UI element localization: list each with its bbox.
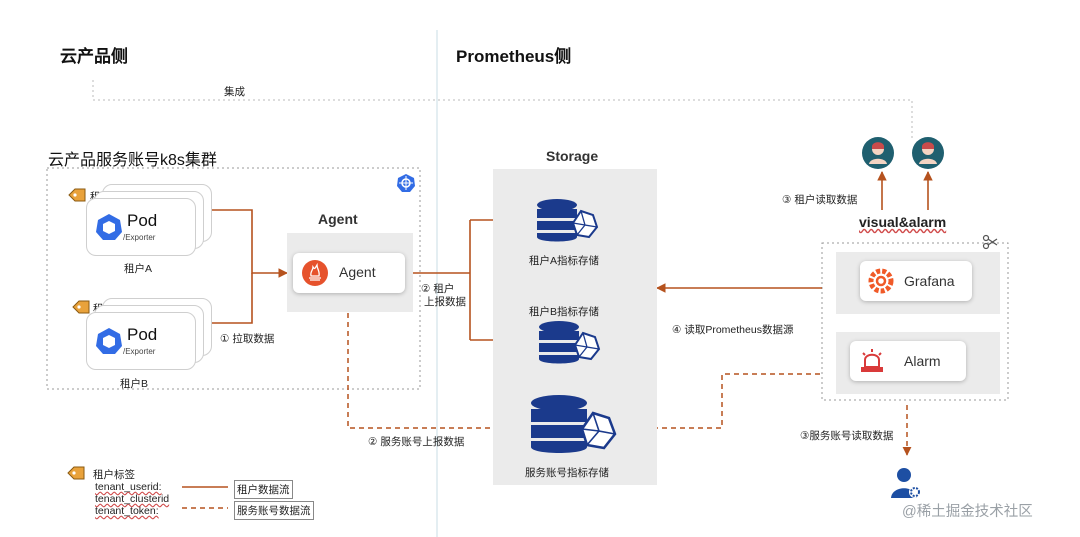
agent-label: Agent: [339, 264, 376, 280]
pod-card-a: Pod /Exporter: [86, 198, 196, 256]
tenant-read-label: ③ 租户读取数据: [782, 194, 858, 206]
agent-panel: Agent: [287, 233, 413, 312]
tenant-report-label-2: 上报数据: [424, 296, 466, 308]
pod-label: Pod: [127, 211, 158, 230]
database-icon: [537, 319, 603, 367]
legend-tenant-flow: 租户数据流: [234, 480, 293, 499]
visual-alarm-title: visual&alarm: [859, 214, 947, 230]
pod-b-flow: [210, 273, 253, 324]
visual-boundary: [821, 242, 1009, 401]
read-prometheus-label: ④ 读取Prometheus数据源: [672, 324, 794, 336]
agent-title: Agent: [318, 211, 358, 227]
integration-label: 集成: [224, 86, 245, 98]
tag-icon: [67, 466, 85, 480]
cluster-boundary: [46, 167, 421, 390]
storage-title: Storage: [546, 148, 599, 164]
tag-icon: [68, 188, 86, 202]
alarm-label: Alarm: [904, 353, 941, 369]
grafana-label: Grafana: [904, 273, 955, 289]
legend-tag-line: tenant_token:: [95, 505, 159, 517]
cloud-side-header: 云产品侧: [60, 47, 128, 66]
grafana-icon: [866, 266, 896, 296]
pod-icon: [95, 213, 123, 241]
tenant-report-label-1: ② 租户: [421, 283, 455, 295]
service-report-label: ② 服务账号上报数据: [368, 436, 465, 448]
exporter-label: /Exporter: [123, 233, 156, 242]
cluster-title: 云产品服务账号k8s集群: [48, 152, 217, 169]
prometheus-side-header: Prometheus侧: [456, 47, 572, 66]
service-store-label: 服务账号指标存储: [525, 467, 609, 479]
tenant-b-store-label: 租户B指标存储: [529, 306, 600, 318]
database-icon: [535, 197, 601, 245]
pod-label: Pod: [127, 325, 158, 344]
pod-icon: [95, 327, 123, 355]
tenant-a-store-label: 租户A指标存储: [529, 255, 600, 267]
legend-tag-line: tenant_userid:: [95, 481, 162, 493]
pod-card-b: Pod /Exporter: [86, 312, 196, 370]
tag-icon: [72, 300, 90, 314]
tenant-a-label: 租户A: [124, 263, 153, 275]
grafana-box[interactable]: Grafana: [860, 261, 972, 301]
alarm-icon: [858, 347, 886, 375]
legend-service-flow: 服务账号数据流: [234, 501, 314, 520]
service-read-label: ③服务账号读取数据: [800, 430, 894, 442]
tenant-b-label: 租户B: [120, 378, 149, 390]
prometheus-icon: [301, 259, 329, 287]
agent-box[interactable]: Agent: [293, 253, 405, 293]
user-avatar: [861, 136, 895, 170]
grafana-panel: Grafana: [836, 252, 1000, 314]
legend-tag-title: 租户标签: [93, 469, 135, 481]
storage-panel: 租户A指标存储 租户B指标存储 服务账号指标存储: [493, 169, 657, 485]
pull-data-label: ① 拉取数据: [220, 333, 275, 345]
scissors-icon: [982, 234, 998, 250]
service-report-flow: [347, 313, 526, 433]
kubernetes-icon: [396, 173, 416, 193]
alarm-panel: Alarm: [836, 332, 1000, 394]
exporter-label: /Exporter: [123, 347, 156, 356]
watermark: @稀土掘金技术社区: [902, 504, 1033, 520]
user-icon: [890, 466, 924, 500]
database-icon: [529, 393, 621, 459]
alarm-box[interactable]: Alarm: [850, 341, 966, 381]
pod-a-flow: [210, 209, 288, 278]
legend-tag-line: tenant_clusterid: [95, 493, 170, 505]
alarm-read-flow: [626, 373, 820, 433]
integration-line: [92, 80, 913, 140]
user-avatar: [911, 136, 945, 170]
